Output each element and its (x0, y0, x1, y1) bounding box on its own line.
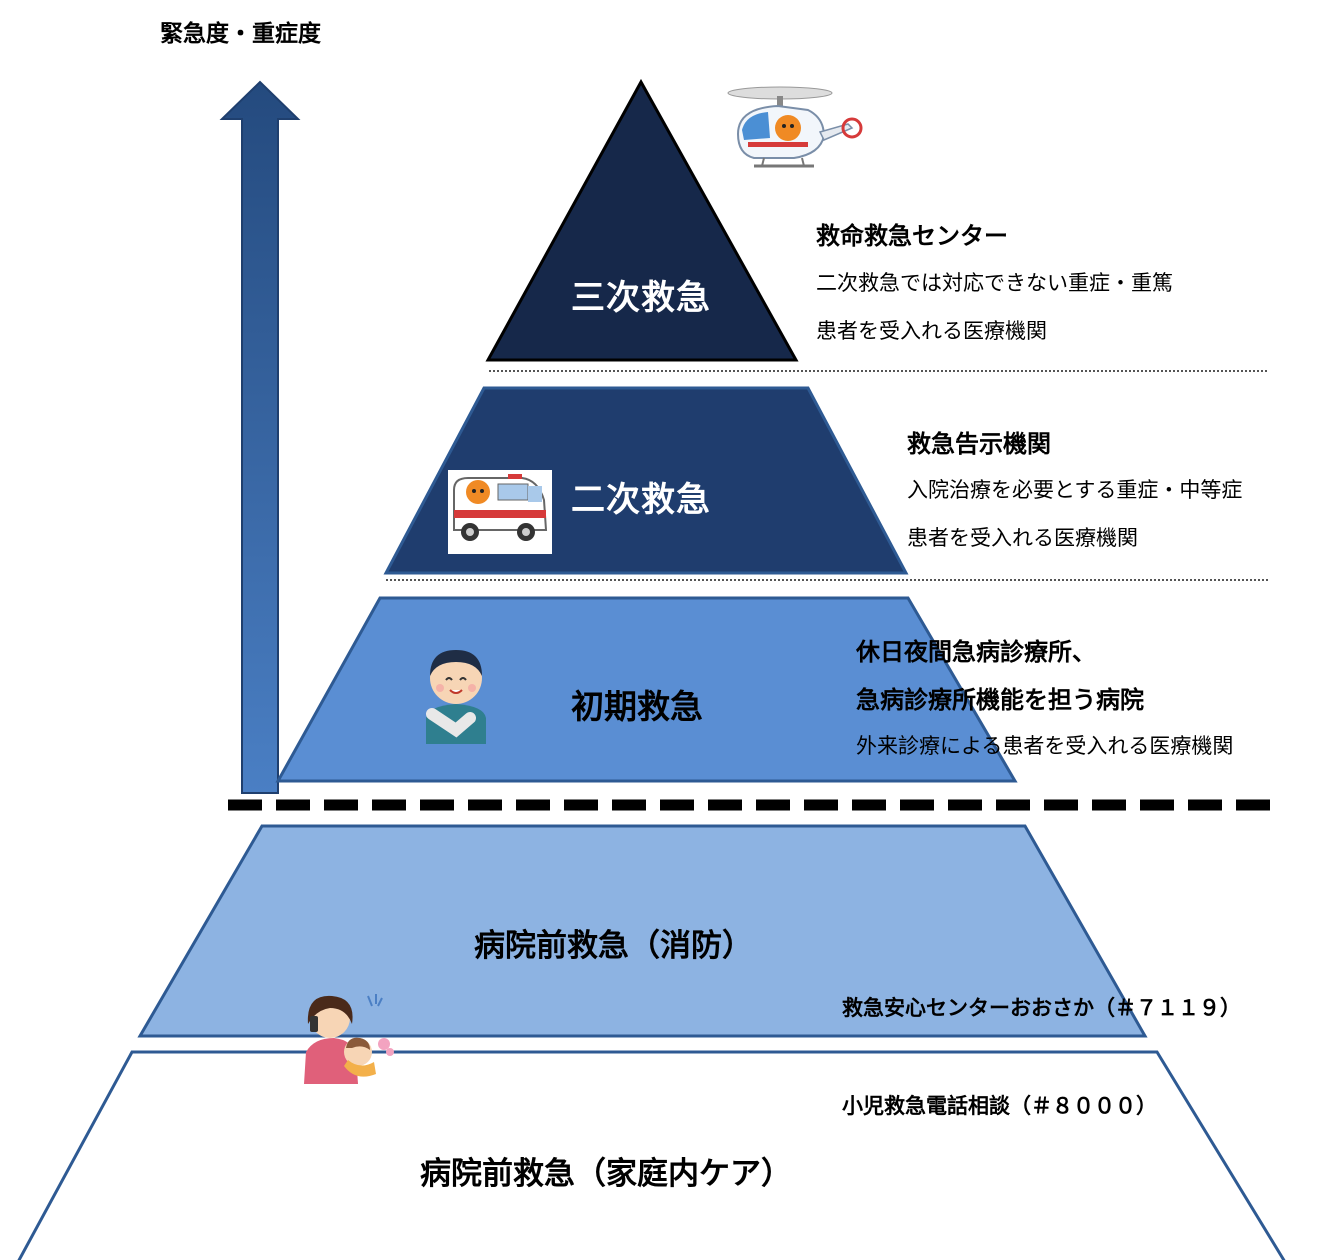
primary-title-line2: 急病診療所機能を担う病院 (856, 686, 1144, 714)
secondary-title: 救急告示機関 (907, 430, 1051, 458)
tier-fire-department (137, 824, 1148, 1038)
secondary-desc-line2: 患者を受入れる医療機関 (907, 526, 1138, 550)
urgency-arrow (219, 80, 301, 794)
service-7119: 救急安心センターおおさか（＃７１１９） (842, 996, 1241, 1020)
tertiary-title: 救命救急センター (816, 222, 1008, 250)
helicopter-icon (727, 86, 863, 168)
tier-home-care (17, 1050, 1286, 1260)
tertiary-desc-line2: 患者を受入れる医療機関 (816, 319, 1047, 343)
primary-label: 初期救急 (571, 687, 703, 726)
home-care-label: 病院前救急（家庭内ケア） (420, 1156, 792, 1192)
injured-patient-icon (426, 650, 486, 744)
secondary-label: 二次救急 (571, 480, 711, 520)
fire-department-label: 病院前救急（消防） (474, 928, 753, 964)
service-8000: 小児救急電話相談（＃８０００） (842, 1094, 1157, 1118)
ambulance-icon (448, 470, 552, 554)
tertiary-label: 三次救急 (571, 278, 711, 318)
primary-title-line1: 休日夜間急病診療所、 (856, 638, 1096, 666)
mother-child-phone-icon (304, 994, 394, 1084)
axis-label: 緊急度・重症度 (160, 21, 321, 47)
tertiary-desc-line1: 二次救急では対応できない重症・重篤 (816, 271, 1173, 295)
tier-tertiary (485, 78, 799, 362)
primary-desc: 外来診療による患者を受入れる医療機関 (856, 734, 1234, 758)
secondary-desc-line1: 入院治療を必要とする重症・中等症 (907, 478, 1243, 502)
